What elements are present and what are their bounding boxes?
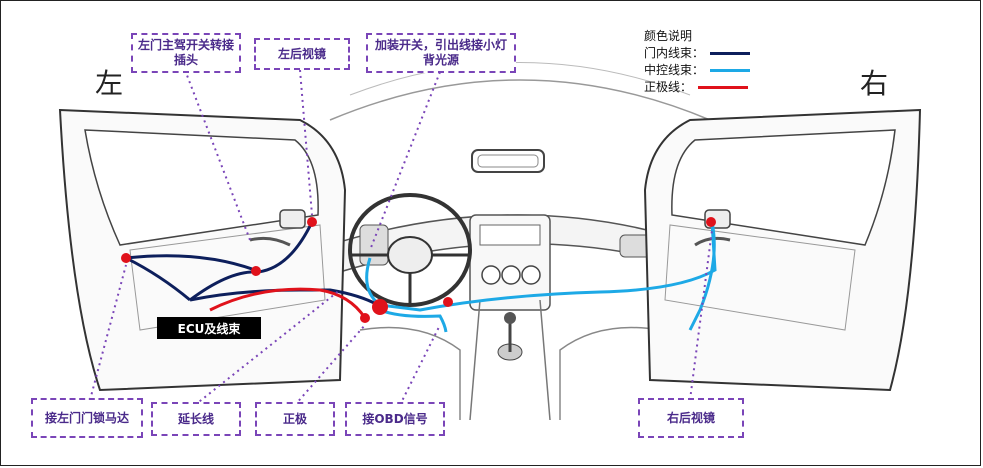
- legend-title: 颜色说明: [644, 29, 693, 43]
- legend-label: 正极线：: [644, 80, 693, 94]
- callout-left-door-lock: 接左门门锁马达: [31, 398, 143, 438]
- legend-label: 中控线束：: [644, 63, 705, 77]
- connection-dots: [121, 217, 716, 323]
- callout-left-door-switch: 左门主驾开关转接插头: [131, 33, 241, 73]
- color-legend: 颜色说明 门内线束： 中控线束： 正极线：: [644, 28, 751, 96]
- callout-positive: 正极: [255, 402, 335, 436]
- right-side-label: 右: [860, 67, 889, 100]
- callout-left-mirror: 左后视镜: [254, 38, 350, 70]
- callout-right-mirror: 右后视镜: [638, 398, 744, 438]
- callout-obd: 接OBD信号: [345, 402, 445, 436]
- left-side-label: 左: [95, 67, 124, 100]
- ecu-label: ECU及线束: [157, 317, 261, 339]
- legend-label: 门内线束：: [644, 46, 705, 60]
- legend-swatch-navy: [710, 52, 751, 55]
- legend-swatch-red: [698, 86, 749, 89]
- legend-swatch-lightblue: [710, 69, 751, 72]
- callout-add-switch: 加装开关，引出线接小灯背光源: [366, 33, 516, 73]
- callout-extension-wire: 延长线: [151, 402, 241, 436]
- center-harness-wire: [365, 221, 717, 333]
- legend-item-door: 门内线束：: [644, 45, 751, 62]
- legend-item-center: 中控线束：: [644, 62, 751, 79]
- legend-item-positive: 正极线：: [644, 79, 750, 96]
- leader-lines: [89, 69, 713, 406]
- positive-wire: [209, 287, 367, 319]
